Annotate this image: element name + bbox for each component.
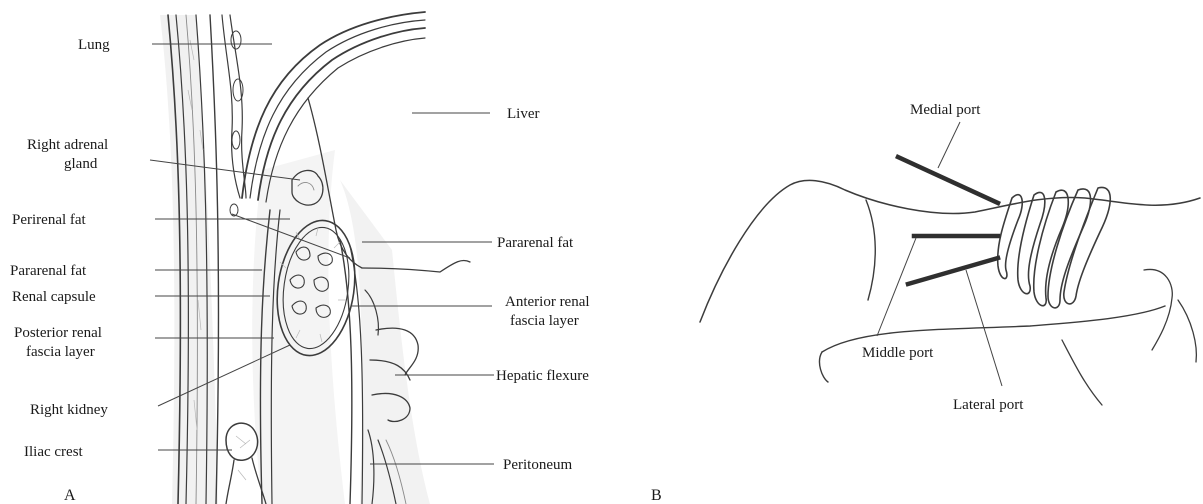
label-lung: Lung — [78, 37, 110, 53]
label-posterior-renal-fascia-line2: fascia layer — [26, 344, 95, 360]
label-right-adrenal-gland-line2: gland — [64, 156, 98, 172]
label-right-adrenal-gland-line1: Right adrenal — [27, 137, 108, 153]
label-anterior-renal-fascia-line1: Anterior renal — [505, 294, 590, 310]
label-right-kidney: Right kidney — [30, 402, 108, 418]
label-iliac-crest: Iliac crest — [24, 444, 84, 460]
label-liver: Liver — [507, 106, 539, 122]
label-renal-capsule: Renal capsule — [12, 289, 96, 305]
panel-b-letter: B — [651, 487, 662, 504]
panel-b-drawing — [700, 122, 1200, 405]
label-lateral-port: Lateral port — [953, 397, 1024, 413]
label-anterior-renal-fascia-line2: fascia layer — [510, 313, 579, 329]
label-pararenal-fat-left: Pararenal fat — [10, 263, 87, 279]
label-pararenal-fat-right: Pararenal fat — [497, 235, 574, 251]
label-middle-port: Middle port — [862, 345, 934, 361]
label-posterior-renal-fascia-line1: Posterior renal — [14, 325, 102, 341]
panel-a-letter: A — [64, 487, 76, 504]
panel-a-drawing — [150, 12, 494, 504]
label-hepatic-flexure: Hepatic flexure — [496, 368, 589, 384]
label-peritoneum: Peritoneum — [503, 457, 572, 473]
label-medial-port: Medial port — [910, 102, 981, 118]
label-perirenal-fat: Perirenal fat — [12, 212, 87, 228]
